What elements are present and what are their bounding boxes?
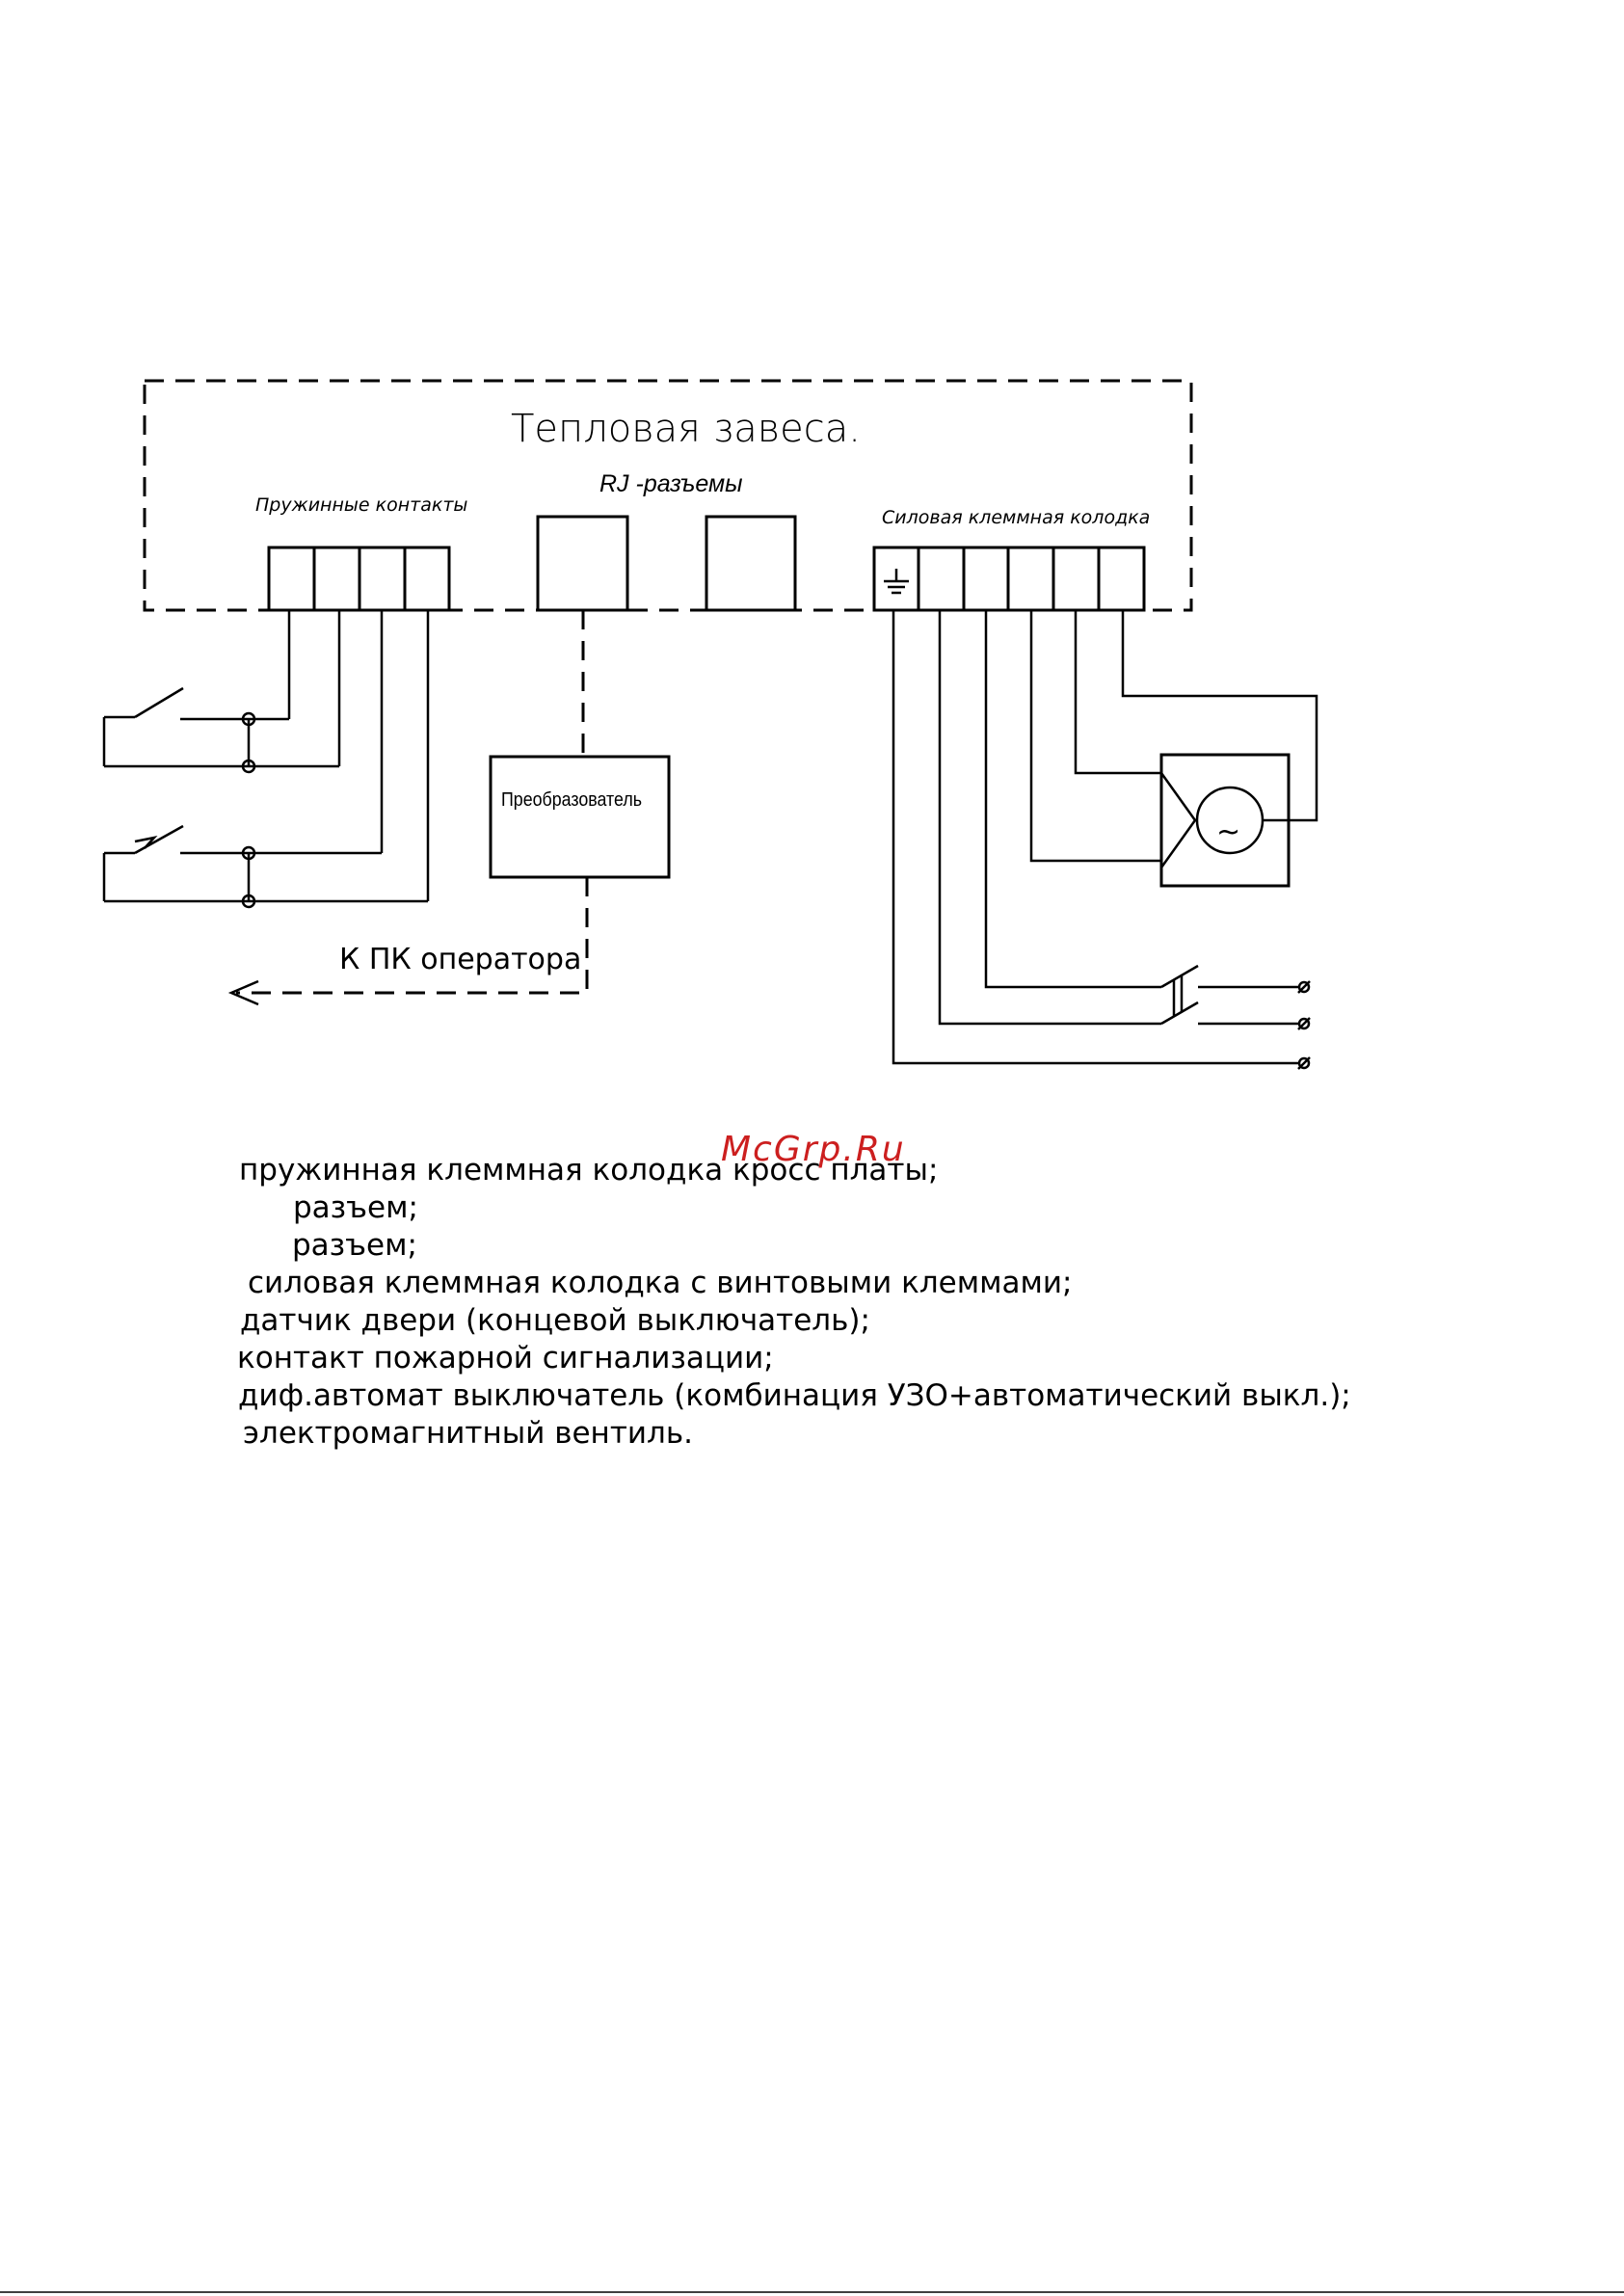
diagram-title: Тепловая завеса. [511, 407, 861, 451]
converter-box [489, 755, 671, 879]
ground-icon [884, 569, 909, 595]
operator-pc-link [227, 877, 589, 1006]
legend: пружинная клеммная колодка кросс платы; … [237, 1153, 1351, 1451]
rj-connector-1 [536, 515, 629, 612]
operator-pc-label: К ПК оператора [339, 943, 581, 976]
legend-item: разъем; [293, 1190, 418, 1225]
door-switch [102, 610, 341, 774]
curtain-enclosure [143, 379, 1193, 612]
spring-contacts-label: Пружинные контакты [255, 494, 467, 516]
legend-item: силовая клеммная колодка с винтовыми кле… [248, 1266, 1072, 1300]
legend-item: контакт пожарной сигнализации; [237, 1341, 774, 1375]
converter-label: Преобразователь [501, 789, 642, 811]
watermark: McGrp.Ru [721, 1130, 906, 1169]
power-wiring [892, 610, 1318, 1065]
legend-item: диф.автомат выключатель (комбинация УЗО+… [238, 1378, 1351, 1413]
spring-terminal-block [267, 546, 451, 612]
rj-connector-2 [705, 515, 797, 612]
circuit-breaker [1160, 964, 1298, 1026]
motor-icon: ~ [1216, 815, 1240, 849]
legend-item: датчик двери (концевой выключатель); [240, 1303, 870, 1338]
legend-item: разъем; [292, 1228, 417, 1263]
power-terminal-label: Силовая клеммная колодка [882, 507, 1150, 528]
legend-item: пружинная клеммная колодка кросс платы; [239, 1153, 938, 1188]
power-terminal-block [872, 546, 1146, 612]
fire-alarm-contact [102, 610, 430, 909]
legend-item: электромагнитный вентиль. [243, 1416, 693, 1451]
mains-terminal-icons [1297, 980, 1311, 1070]
rj-connectors-label: RJ -разъемы [599, 470, 743, 497]
